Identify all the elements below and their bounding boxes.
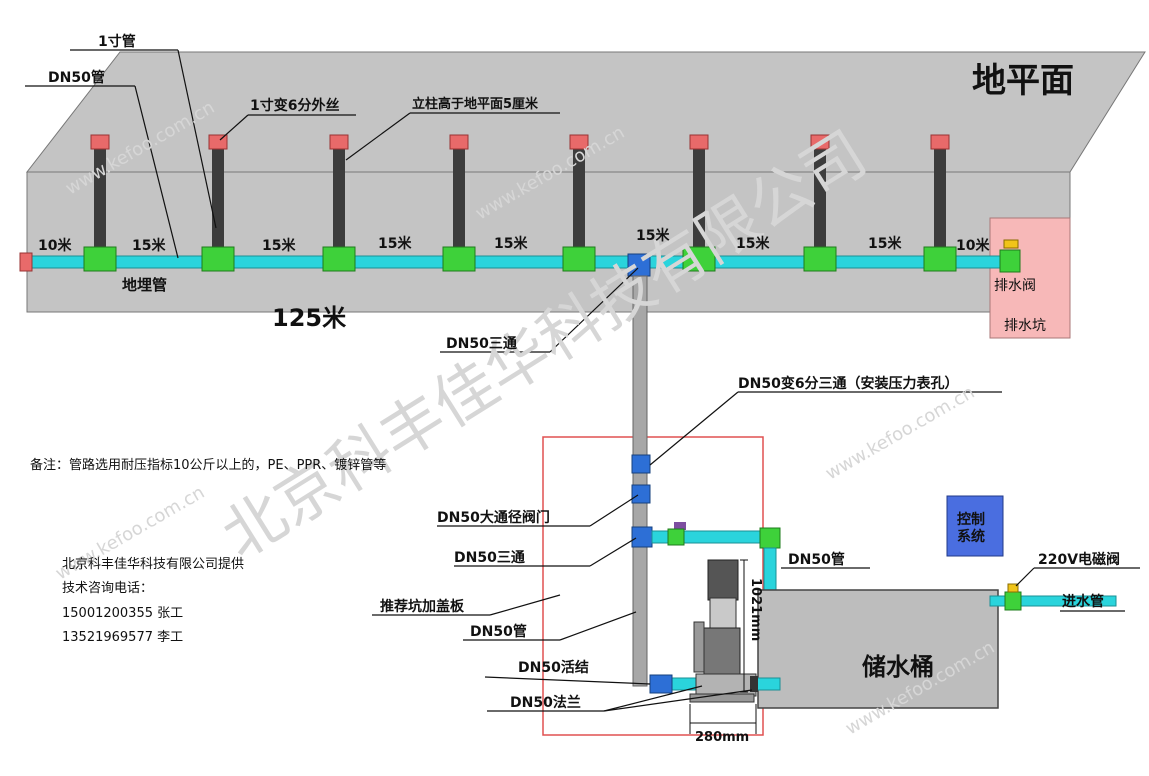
buried-main-pipe	[24, 255, 1006, 269]
riser	[689, 134, 709, 248]
riser	[329, 134, 349, 248]
tee-fitting	[322, 246, 356, 272]
label-dn50-tee-mid: DN50三通	[454, 550, 525, 566]
drain-valve-body	[999, 249, 1021, 273]
spacing-label: 15米	[636, 227, 670, 244]
control-system-text: 控制	[957, 511, 985, 528]
inlet-pipe	[989, 595, 1117, 607]
pipe-end-cap	[19, 252, 33, 272]
spacing-label: 15米	[262, 237, 296, 254]
label-drain-valve: 排水阀	[994, 278, 1036, 294]
tee-fitting	[83, 246, 117, 272]
label-dn50-gauge-tee: DN50变6分三通（安装压力表孔）	[738, 375, 959, 392]
label-dn50-union: DN50活结	[518, 659, 589, 676]
contact-block: 北京科丰佳华科技有限公司提供 技术咨询电话： 15001200355 张工 13…	[62, 556, 244, 645]
label-inlet-pipe: 进水管	[1062, 593, 1104, 610]
spacing-label: 15米	[132, 237, 166, 254]
leader-lines	[25, 49, 1140, 712]
tee-fitting	[682, 246, 716, 272]
label-drain-pit: 排水坑	[1004, 318, 1046, 334]
label-pipe-1cun: 1寸管	[98, 33, 136, 50]
label-pump-width: 280mm	[695, 730, 749, 745]
tee-fitting	[803, 246, 837, 272]
label-dn50-flange: DN50法兰	[510, 694, 581, 711]
riser	[90, 134, 110, 248]
fittings	[83, 246, 957, 272]
spacing-label: 15米	[494, 235, 528, 252]
riser	[569, 134, 589, 248]
spacing-label: 15米	[378, 235, 412, 252]
tee-fitting	[562, 246, 596, 272]
label-solenoid-valve: 220V电磁阀	[1038, 551, 1120, 568]
ground-front	[26, 171, 1071, 313]
risers	[90, 134, 950, 248]
storage-tank	[757, 589, 999, 709]
riser	[930, 134, 950, 248]
dn50-tee-mid	[631, 526, 653, 548]
dn50-gate-valve	[631, 484, 651, 504]
elbow-fitting	[759, 527, 781, 549]
solenoid-valve-body	[1004, 591, 1022, 611]
spacing-label: 15米	[868, 235, 902, 252]
label-reducer: 1寸变6分外丝	[250, 97, 339, 114]
pump-dimensions	[689, 559, 757, 734]
vertical-supply-pipe	[632, 275, 648, 687]
tee-to-tank-fitting	[667, 528, 685, 546]
label-dn50-tee-top: DN50三通	[446, 336, 517, 352]
label-dn50-pipe-top: DN50管	[48, 69, 105, 86]
tee-fitting	[923, 246, 957, 272]
label-post-height: 立柱高于地平面5厘米	[412, 96, 539, 112]
gauge-tap	[674, 522, 686, 530]
dn50-flange	[750, 676, 758, 692]
watermark-url: www.kefoo.com.cn	[822, 382, 978, 484]
contact-phone-2: 13521969577 李工	[62, 630, 183, 645]
control-system-box	[946, 495, 1004, 557]
label-dn50-gate-valve: DN50大通径阀门	[437, 509, 550, 526]
tee-fitting	[201, 246, 235, 272]
dn50-union	[649, 674, 673, 694]
tank-down-pipe	[763, 547, 777, 593]
label-dn50-pipe-tank: DN50管	[788, 551, 845, 568]
vertical-pump	[689, 559, 757, 703]
contact-provider: 北京科丰佳华科技有限公司提供	[62, 556, 244, 572]
riser	[810, 134, 830, 248]
label-pump-height: 1021mm	[748, 578, 763, 641]
label-dn50-pipe-pit: DN50管	[470, 623, 527, 640]
pump-pit	[542, 436, 764, 736]
label-pit-cover: 推荐坑加盖板	[380, 598, 465, 615]
control-system-text-2: 系统	[957, 528, 985, 545]
solenoid-valve-head	[1007, 583, 1019, 593]
label-storage-tank: 储水桶	[862, 653, 934, 681]
spacing-label: 10米	[956, 237, 990, 254]
spacing-labels: 10米 15米 15米 15米 15米 15米 15米 15米 10米	[38, 227, 990, 254]
contact-phone-1: 15001200355 张工	[62, 606, 183, 621]
spacing-label: 10米	[38, 237, 72, 254]
drain-valve-handle	[1003, 239, 1019, 249]
drain-pit	[989, 217, 1071, 339]
label-buried-pipe: 地埋管	[122, 276, 167, 294]
control-system-label: 控制 系统	[957, 511, 990, 545]
ground-title: 地平面	[972, 61, 1074, 101]
note-text: 备注：管路选用耐压指标10公斤以上的，PE、PPR、镀锌管等	[30, 457, 386, 473]
dn50-gauge-tee	[631, 454, 651, 474]
riser	[449, 134, 469, 248]
tee-fitting	[442, 246, 476, 272]
spacing-label: 15米	[736, 235, 770, 252]
contact-heading: 技术咨询电话：	[62, 581, 153, 596]
label-total-length: 125米	[272, 304, 346, 332]
